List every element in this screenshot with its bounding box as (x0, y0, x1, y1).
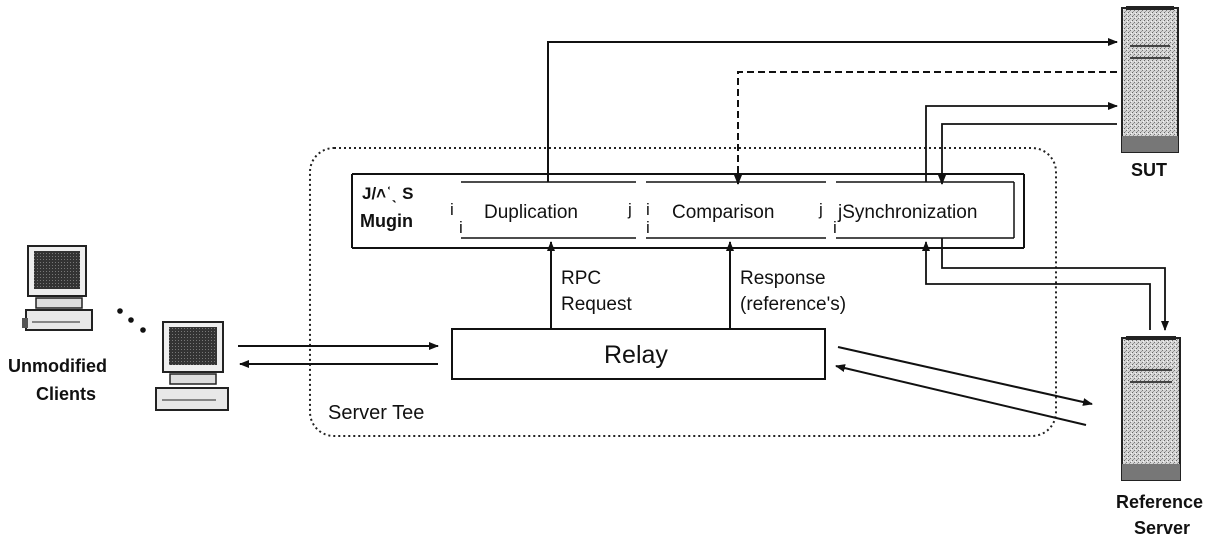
response-label-line2: (reference's) (740, 294, 847, 315)
plugin-label-line1: J/˄ʿˎ S (362, 184, 414, 203)
duplication-to-sut-arrow (547, 38, 1118, 182)
reference-server-label-line1: Reference (1116, 492, 1204, 512)
tick-mark: i (646, 218, 650, 237)
client-computer-icon (155, 321, 229, 411)
comparison-label: Comparison (672, 202, 775, 223)
tick-mark: i (646, 200, 650, 219)
reference-server-label-line2: Server (1134, 518, 1191, 538)
response-label-line1: Response (740, 268, 826, 289)
reference-to-sync-arrow (922, 241, 1151, 330)
sut-to-sync-arrow (938, 123, 1117, 185)
reference-to-relay-arrow (835, 364, 1087, 426)
plugin-box (351, 173, 1025, 249)
sync-to-reference-arrow (941, 238, 1169, 331)
tick-mark: j (819, 200, 823, 219)
ellipsis-dots (117, 308, 146, 333)
plugin-label-line2: Mugin (360, 211, 413, 231)
rpc-request-label-line2: Request (561, 294, 632, 315)
client-computer-icon (22, 245, 93, 331)
sut-response-dashed-arrow (734, 71, 1117, 185)
relay-box (451, 328, 826, 380)
reference-server-icon (1121, 336, 1181, 481)
synchronization-label: jSynchronization (838, 202, 978, 223)
sut-server-icon (1121, 6, 1179, 153)
rpc-request-label-line1: RPC (561, 268, 602, 289)
tick-mark: i (450, 200, 454, 219)
relay-to-reference-arrow (837, 346, 1093, 406)
synchronization-module (836, 181, 1015, 239)
tick-mark: i (833, 218, 837, 237)
server-tee-boundary (309, 147, 1057, 437)
tick-mark: i (459, 218, 463, 237)
tick-mark: j (628, 200, 632, 219)
clients-label-line1: Unmodified (8, 356, 107, 376)
clients-label-line2: Clients (36, 384, 97, 404)
server-tee-label: Server Tee (328, 402, 425, 424)
duplication-label: Duplication (484, 202, 578, 223)
sut-label: SUT (1131, 160, 1167, 180)
relay-label: Relay (604, 341, 668, 369)
sync-to-sut-arrow (925, 102, 1118, 182)
